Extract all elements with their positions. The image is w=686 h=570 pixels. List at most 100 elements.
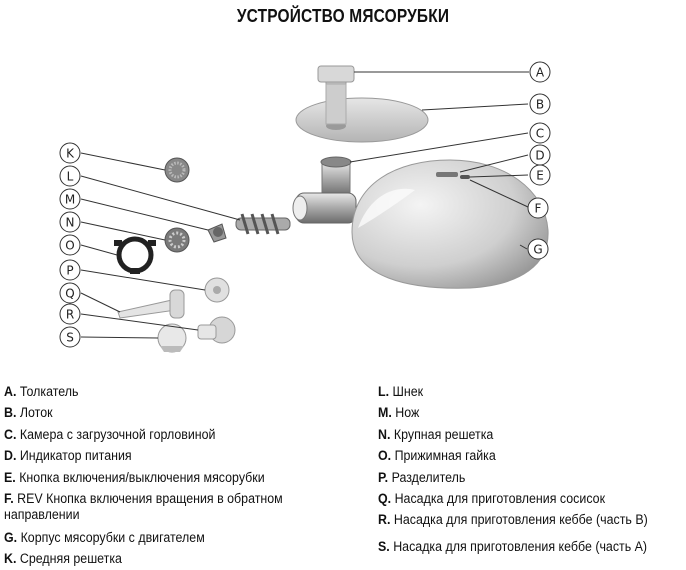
legend-key: Q. [378, 491, 392, 507]
legend-key: C. [4, 426, 17, 442]
callout-b: B [529, 93, 551, 115]
legend-text: Насадка для приготовления сосисок [391, 491, 606, 507]
legend-key: N. [378, 426, 391, 442]
legend-text: Нож [391, 405, 420, 421]
legend-text: REV Кнопка включения вращения в обратном… [4, 491, 283, 523]
callout-letter: F [535, 202, 542, 216]
legend-text: Крупная решетка [390, 426, 494, 442]
legend-text: Прижимная гайка [391, 448, 496, 464]
legend-text: Лоток [16, 405, 53, 421]
legend-key: L. [378, 384, 390, 399]
legend-item: M. Нож [378, 402, 663, 423]
legend-item: O. Прижимная гайка [378, 445, 663, 466]
coarse-grid-drawing [164, 227, 190, 253]
callout-k: K [59, 142, 81, 164]
callout-l: L [59, 165, 81, 187]
legend-text: Толкатель [16, 384, 79, 399]
legend-key: O. [378, 448, 392, 464]
legend-text: Средняя решетка [16, 551, 122, 567]
legend-text: Индикатор питания [16, 448, 132, 464]
legend-item: S. Насадка для приготовления кеббе (част… [378, 536, 663, 557]
callout-letter: O [65, 239, 74, 253]
leader-lines [80, 71, 529, 339]
legend-key: S. [378, 538, 390, 554]
callout-letter: R [66, 308, 74, 322]
legend-item: F. REV Кнопка включения вращения в обрат… [4, 491, 331, 523]
legend-key: D. [4, 448, 17, 464]
legend-item: K. Средняя решетка [4, 548, 312, 569]
callout-letter: G [533, 243, 542, 257]
callout-letter: M [65, 193, 75, 207]
kebbe-part-a-drawing [157, 323, 187, 353]
legend-text: Кнопка включения/выключения мясорубки [15, 469, 265, 485]
callout-circle [529, 61, 551, 83]
callout-circle [59, 259, 81, 281]
callout-e: E [529, 164, 551, 186]
callout-letter: K [66, 147, 75, 161]
callout-circle [59, 326, 81, 348]
legend-item: C. Камера с загрузочной горловиной [4, 424, 312, 445]
kebbe-part-b-drawing [197, 316, 236, 344]
callout-a: A [529, 61, 551, 83]
legend-key: E. [4, 469, 16, 485]
legend-key: F. [4, 491, 14, 507]
legend-text: Шнек [389, 384, 424, 399]
callout-letter: N [66, 216, 75, 230]
callout-g: G [527, 238, 549, 260]
legend-text: Разделитель [388, 469, 466, 485]
callout-letter: A [536, 66, 545, 80]
callout-letter: B [536, 98, 544, 112]
legend-item: P. Разделитель [378, 467, 663, 488]
nut-drawing [114, 236, 156, 274]
callout-circle [59, 282, 81, 304]
legend-text: Насадка для приготовления кеббе (часть В… [390, 512, 648, 528]
legend-text: Корпус мясорубки с двигателем [17, 530, 205, 546]
separator-drawing [204, 277, 230, 303]
callout-circle [59, 142, 81, 164]
knife-drawing [207, 223, 227, 243]
callout-c: C [529, 122, 551, 144]
callout-n: N [59, 211, 81, 233]
callout-circle [59, 303, 81, 325]
legend-item: Q. Насадка для приготовления сосисок [378, 488, 663, 509]
callout-s: S [59, 326, 81, 348]
legend-key: A. [4, 384, 17, 399]
callout-letter: S [66, 331, 74, 345]
medium-grid-drawing [164, 157, 190, 183]
callout-circle [527, 197, 549, 219]
callout-circle [59, 234, 81, 256]
callout-letter: D [535, 149, 544, 163]
callout-letter: C [536, 127, 544, 141]
auger-drawing [235, 213, 291, 235]
callout-circle [529, 93, 551, 115]
callout-r: R [59, 303, 81, 325]
callout-circle [59, 188, 81, 210]
callout-circle [527, 238, 549, 260]
callout-m: M [59, 188, 81, 210]
legend-key: G. [4, 530, 18, 546]
legend-key: R. [378, 512, 391, 528]
legend-item: R. Насадка для приготовления кеббе (част… [378, 509, 663, 530]
callout-d: D [529, 144, 551, 166]
callout-circle [529, 122, 551, 144]
callout-circle [59, 165, 81, 187]
callout-circle [529, 164, 551, 186]
legend-key: M. [378, 405, 392, 421]
legend-item: A. Толкатель [4, 381, 312, 402]
callout-q: Q [59, 282, 81, 304]
legend-text: Камера с загрузочной горловиной [16, 426, 216, 442]
callout-letter: Q [65, 287, 74, 301]
sausage-nozzle-drawing [117, 289, 185, 319]
tray-drawing [295, 83, 429, 143]
callout-circle [59, 211, 81, 233]
chamber-drawing [292, 156, 357, 224]
callout-f: F [527, 197, 549, 219]
legend-key: P. [378, 469, 389, 485]
legend-item: N. Крупная решетка [378, 424, 663, 445]
callout-p: P [59, 259, 81, 281]
legend-item: L. Шнек [378, 381, 663, 402]
callout-o: O [59, 234, 81, 256]
